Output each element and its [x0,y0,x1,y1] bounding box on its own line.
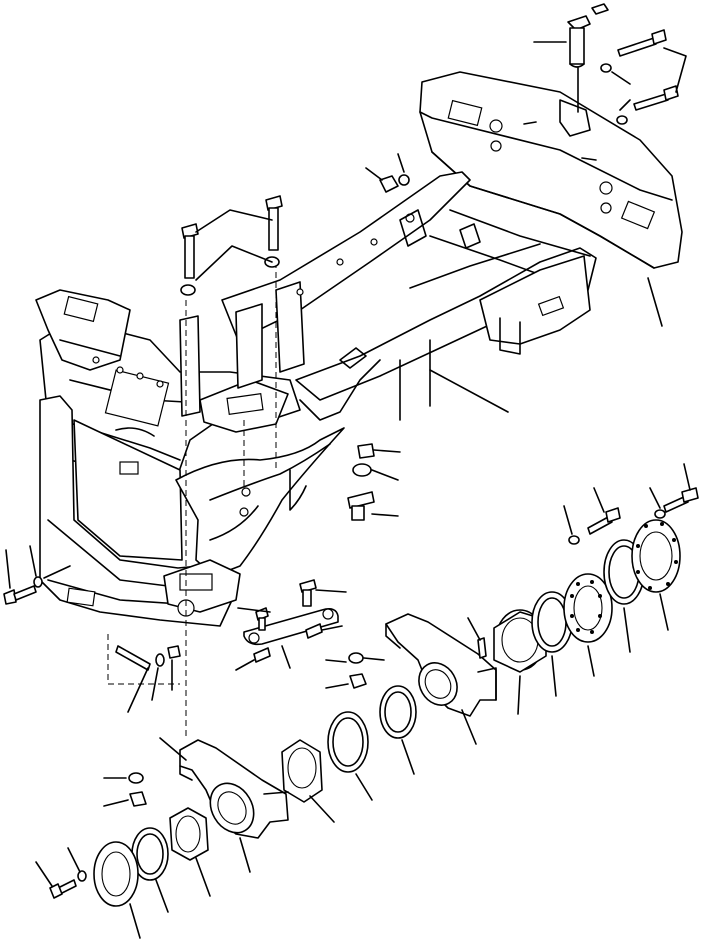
frame-nut-top [379,174,410,193]
cover-plate-right [631,519,681,593]
leader-seal-ring-right [551,655,557,697]
link-bar [243,608,339,646]
lower-left-nut [167,645,181,659]
leader-link-to-support [159,737,187,761]
leader-cover-plate-right [659,593,669,631]
leader-support-nuts-right [325,657,385,689]
left-washer [33,576,43,588]
leader-counterweight [647,277,663,327]
support-nut-right [349,673,367,689]
seal-ring-mid-2 [327,711,369,773]
front-axle-support-right [385,613,497,717]
lower-left-pin [115,645,151,671]
seal-ring-mid-1 [379,685,417,739]
leader-seal-ring-left [155,879,169,913]
leader-seal-ring-right-outer [623,607,631,653]
leader-frame-nut [365,153,405,181]
leader-bushing-right [517,675,521,715]
support-washer-left [128,772,144,784]
leader-seal-ring-mid-1 [401,739,415,775]
leader-support-nuts-left [103,777,129,807]
support-washer-right [348,652,364,664]
leader-bushing-left [195,857,211,897]
cover-bolt-right [568,507,621,545]
leader-bushing-mid [309,795,335,823]
seal-ring-left [131,827,169,881]
main-frame [35,171,597,740]
hinge-washer [352,463,372,477]
lower-left-washer [155,653,165,667]
frame-bolt-right [265,195,283,251]
hinge-pin [347,491,375,521]
frame-bolt-left [181,223,199,279]
leader-retainer-plate-right [587,645,595,677]
cover-plate-left [93,841,139,907]
cover-bolt-left [49,870,87,899]
leader-hinge-group [371,449,401,517]
cover-bolt-right-outer [654,487,699,519]
counterweight-bolt-lower [616,85,679,125]
leader-lower-left [127,659,173,713]
leader-left-bolt [5,545,71,589]
leader-main-frame [429,369,509,413]
front-axle-support-left [179,739,289,839]
grease-fitting-right [477,637,487,659]
guide-lower-left [107,634,180,685]
left-bolt [3,585,37,605]
frame-washer-left [180,284,196,296]
counterweight-bolt-upper [600,29,667,73]
counterweight [419,71,683,269]
leader-frame-bolts [195,209,273,281]
seal-ring-right [531,591,573,653]
link-pin-right [305,623,323,639]
leader-cover-plate-left [129,903,141,939]
leader-link-group [235,589,347,671]
link-pin-top [299,579,317,607]
hinge-bolt [357,443,375,459]
retainer-plate-right [563,573,613,643]
leader-cover-bolt-left [35,847,81,887]
leader-axle-support-right [461,617,481,745]
counterweight-pin-group [533,3,609,113]
bushing-left [169,807,209,861]
leader-cover-bolts-right [563,463,691,535]
support-nut-left [129,791,147,807]
link-pin-left [253,647,271,663]
bushing-mid [281,739,323,803]
leader-seal-ring-mid-2 [355,773,373,801]
leader-counterweight-bolts [611,47,687,111]
leader-axle-support-left [239,837,251,873]
